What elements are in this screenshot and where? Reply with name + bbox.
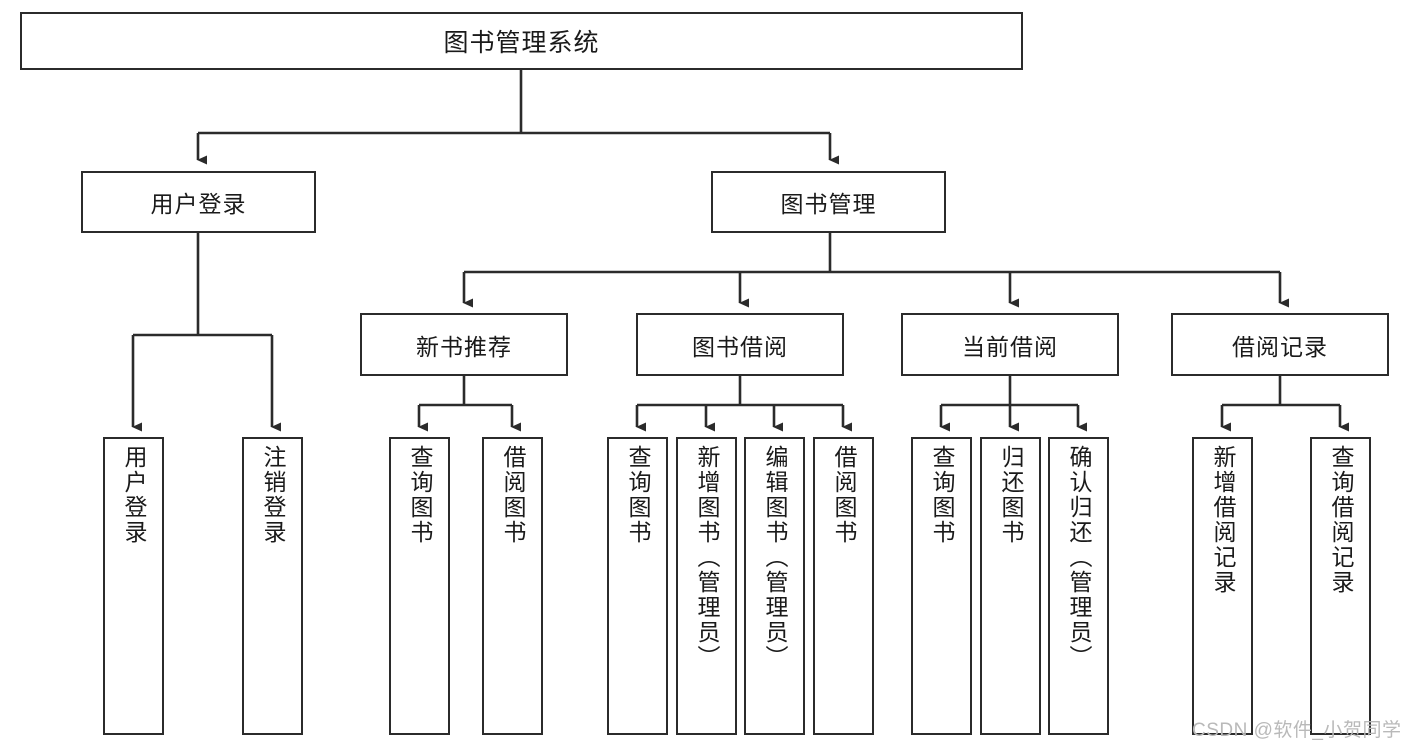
node-label: 查询图书: [625, 445, 651, 545]
node-book-management[interactable]: 图书管理: [711, 171, 946, 233]
node-label: 归还图书: [998, 445, 1024, 545]
node-label: 查询图书: [929, 445, 955, 545]
leaf-user-logout[interactable]: 注销登录: [242, 437, 303, 735]
node-current-borrow[interactable]: 当前借阅: [901, 313, 1119, 376]
node-label: 新书推荐: [416, 333, 512, 360]
leaf-borrow-edit-book-admin[interactable]: 编辑图书（管理员）: [744, 437, 805, 735]
node-label: 当前借阅: [962, 333, 1058, 360]
leaf-borrow-borrow-book[interactable]: 借阅图书: [813, 437, 874, 735]
node-label: 用户登录: [150, 191, 247, 217]
node-label: 新增借阅记录: [1210, 445, 1236, 595]
leaf-record-add-borrow-record[interactable]: 新增借阅记录: [1192, 437, 1253, 735]
node-label: 查询图书: [407, 445, 433, 545]
node-label: 借阅图书: [831, 445, 857, 545]
leaf-recommend-query-book[interactable]: 查询图书: [389, 437, 450, 735]
node-label: 查询借阅记录: [1328, 445, 1354, 595]
node-borrow-record[interactable]: 借阅记录: [1171, 313, 1389, 376]
node-new-book-recommend[interactable]: 新书推荐: [360, 313, 568, 376]
node-label: 借阅记录: [1232, 333, 1328, 360]
node-user-login[interactable]: 用户登录: [81, 171, 316, 233]
node-label: 借阅图书: [500, 445, 526, 545]
node-label: 图书借阅: [692, 333, 788, 360]
node-label: 注销登录: [260, 445, 286, 545]
watermark-csdn: CSDN @软件_小贺同学: [1192, 720, 1402, 741]
node-label: 图书管理: [780, 191, 877, 217]
node-book-borrow[interactable]: 图书借阅: [636, 313, 844, 376]
leaf-current-confirm-return-admin[interactable]: 确认归还（管理员）: [1048, 437, 1109, 735]
node-label: 图书管理系统: [443, 29, 600, 57]
node-label: 新增图书（管理员）: [694, 445, 720, 670]
leaf-recommend-borrow-book[interactable]: 借阅图书: [482, 437, 543, 735]
node-label: 用户登录: [121, 445, 147, 545]
node-label: 编辑图书（管理员）: [762, 445, 788, 670]
leaf-user-login[interactable]: 用户登录: [103, 437, 164, 735]
leaf-borrow-query-book[interactable]: 查询图书: [607, 437, 668, 735]
leaf-borrow-add-book-admin[interactable]: 新增图书（管理员）: [676, 437, 737, 735]
leaf-record-query-borrow-record[interactable]: 查询借阅记录: [1310, 437, 1371, 735]
node-label: 确认归还（管理员）: [1066, 445, 1092, 670]
node-root-book-management-system[interactable]: 图书管理系统: [20, 12, 1023, 70]
leaf-current-query-book[interactable]: 查询图书: [911, 437, 972, 735]
leaf-current-return-book[interactable]: 归还图书: [980, 437, 1041, 735]
